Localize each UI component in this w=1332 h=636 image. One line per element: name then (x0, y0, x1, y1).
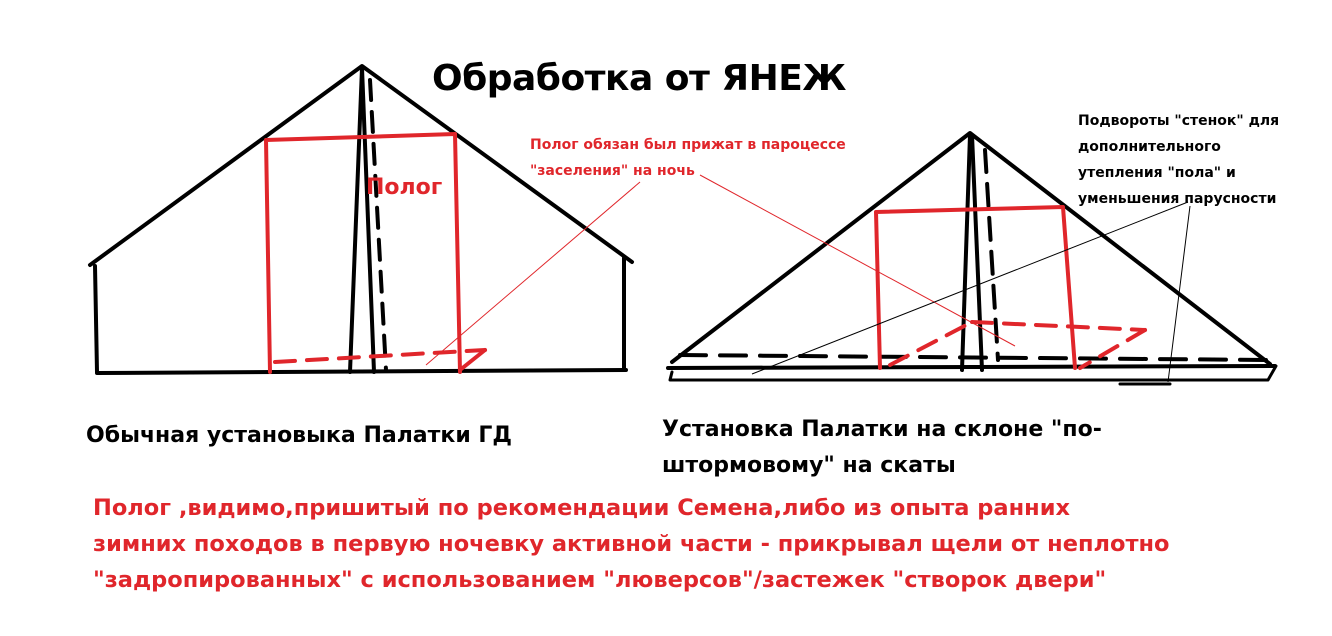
polog-normal-floor-dashed (273, 348, 487, 364)
leader-red-right (699, 174, 1016, 347)
polog-storm-floor-dashed-b (970, 320, 1147, 332)
polog-pressed-note-line: Полог обязан был прижат в пароцессе (530, 137, 846, 153)
polog-pressed-note: Полог обязан был прижат в пароцессе "зас… (530, 132, 846, 184)
wall-fold-note-line: утепления "пола" и (1078, 165, 1236, 181)
leader-lines-red (425, 174, 1016, 366)
tent-normal-pole-b (360, 66, 376, 374)
polog-storm (874, 205, 1147, 370)
caption-normal-setup: Обычная установыка Палатки ГД (86, 423, 513, 448)
polog-normal (264, 132, 487, 374)
wall-fold-note-line: уменьшения парусности (1078, 191, 1277, 207)
polog-explanation-line: "задропированных" с использованием "люве… (93, 567, 1107, 593)
tent-storm-ground-dashed (678, 353, 1270, 362)
wall-fold-note-line: дополнительного (1078, 139, 1221, 155)
tent-normal (88, 64, 634, 375)
polog-storm-floor-dashed-c (1078, 328, 1147, 370)
leader-black-right (1167, 205, 1191, 383)
caption-storm-setup: Установка Палатки на склоне "по- штормов… (662, 412, 1102, 484)
tent-normal-pole-a (348, 66, 364, 374)
tent-normal-left-wall (93, 264, 99, 374)
tent-normal-floor (95, 368, 628, 375)
polog-normal-corner (458, 348, 487, 372)
caption-storm-setup-line: Установка Палатки на склоне "по- (662, 417, 1102, 442)
polog-explanation: Полог ,видимо,пришитый по рекомендации С… (93, 490, 1170, 598)
polog-explanation-line: Полог ,видимо,пришитый по рекомендации С… (93, 495, 1070, 521)
tent-storm-pole-b (970, 133, 984, 372)
caption-storm-setup-line: штормовому" на скаты (662, 453, 956, 478)
polog-explanation-line: зимних походов в первую ночевку активной… (93, 531, 1170, 557)
polog-label: Полог (366, 175, 443, 200)
polog-storm-floor-dashed-a (888, 320, 974, 367)
polog-pressed-note-line: "заселения" на ночь (530, 163, 695, 179)
diagram-title: Обработка от ЯНЕЖ (432, 58, 846, 99)
leader-red-left (425, 181, 641, 366)
tent-storm-turned-edge (668, 364, 1278, 382)
wall-fold-note-line: Подвороты "стенок" для (1078, 113, 1280, 129)
tent-storm-pole-a (960, 133, 972, 372)
tent-storm-floor (666, 364, 1277, 370)
leader-black-left (751, 201, 1189, 375)
tent-normal-pole-dashed (368, 78, 388, 372)
wall-fold-note: Подвороты "стенок" для дополнительного у… (1078, 108, 1279, 212)
polog-normal-frame (264, 132, 462, 374)
tent-storm-pole-dashed (983, 148, 1000, 362)
polog-storm-frame (874, 205, 1077, 370)
leader-lines-black (751, 201, 1191, 383)
